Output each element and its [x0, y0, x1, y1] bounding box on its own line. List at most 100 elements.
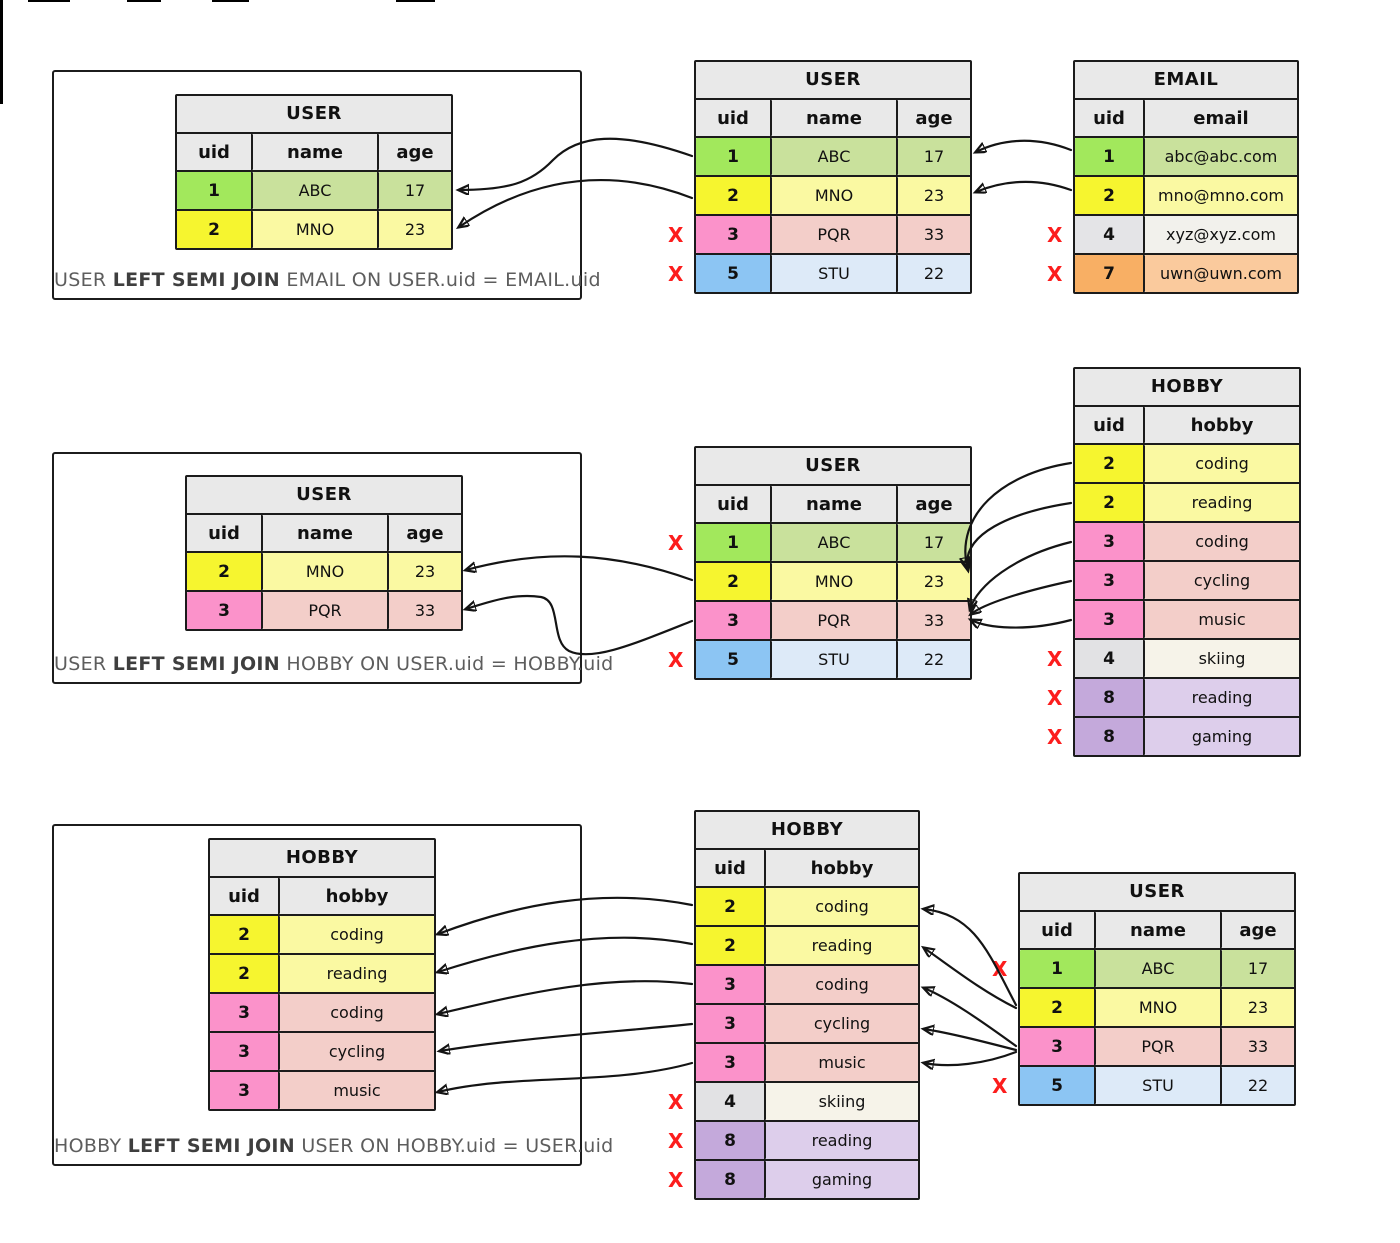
caption-post: EMAIL ON USER.uid = EMAIL.uid — [280, 269, 601, 291]
table-title: USER — [177, 96, 451, 134]
table-cell: 8 — [1075, 718, 1145, 755]
join-caption: HOBBY LEFT SEMI JOIN USER ON HOBBY.uid =… — [54, 1135, 613, 1157]
arrow-hobby3a-user3 — [970, 540, 1073, 609]
excluded-x-mark: X — [1047, 646, 1063, 671]
column-header: name — [253, 134, 379, 170]
arrow-email1-user1 — [976, 139, 1073, 152]
table-cell: coding — [1145, 445, 1299, 482]
excluded-x-mark: X — [1047, 685, 1063, 710]
table-cell: 17 — [1222, 950, 1294, 987]
table-cell: 5 — [696, 641, 772, 678]
table-title: USER — [696, 448, 970, 486]
column-header: uid — [696, 850, 766, 886]
table-cell: 23 — [1222, 989, 1294, 1026]
table-cell: 2 — [210, 955, 280, 992]
column-header: email — [1145, 100, 1297, 136]
table-cell: 17 — [898, 138, 970, 175]
table-title: USER — [696, 62, 970, 100]
caption-pre: HOBBY — [54, 1135, 128, 1157]
table-cell: ABC — [772, 524, 898, 561]
table-cell: 3 — [696, 216, 772, 253]
table-cell: 5 — [696, 255, 772, 292]
table-cell: 3 — [1075, 523, 1145, 560]
crop-artifact-tick — [28, 0, 70, 2]
table-cell: coding — [766, 966, 918, 1003]
column-header: age — [379, 134, 451, 170]
table-cell: 3 — [210, 994, 280, 1031]
table-cell: ABC — [772, 138, 898, 175]
table-cell: reading — [280, 955, 434, 992]
table-cell: 17 — [898, 524, 970, 561]
arrow-user3-hobby3a — [924, 988, 1018, 1048]
table-cell: 33 — [898, 216, 970, 253]
table-cell: 2 — [696, 563, 772, 600]
table-cell: skiing — [766, 1083, 918, 1120]
table-cell: 8 — [696, 1122, 766, 1159]
excluded-x-mark: X — [668, 1128, 684, 1153]
table-cell: reading — [766, 927, 918, 964]
column-header: name — [1096, 912, 1222, 948]
table-cell: coding — [766, 888, 918, 925]
table-cell: mno@mno.com — [1145, 177, 1297, 214]
table-cell: 4 — [696, 1083, 766, 1120]
table-cell: coding — [280, 994, 434, 1031]
table-cell: 2 — [1075, 484, 1145, 521]
caption-bold: LEFT SEMI JOIN — [127, 1135, 296, 1157]
table-title: USER — [1020, 874, 1294, 912]
table-cell: PQR — [772, 602, 898, 639]
excluded-x-mark: X — [668, 647, 684, 672]
table-cell: reading — [1145, 484, 1299, 521]
table-cell: 3 — [696, 1044, 766, 1081]
table-cell: 2 — [1075, 445, 1145, 482]
column-header: age — [898, 100, 970, 136]
table-cell: PQR — [1096, 1028, 1222, 1065]
column-header: uid — [696, 486, 772, 522]
column-header: age — [389, 515, 461, 551]
table-title: USER — [187, 477, 461, 515]
table-cell: MNO — [253, 211, 379, 248]
column-header: hobby — [766, 850, 918, 886]
column-header: uid — [177, 134, 253, 170]
column-header: uid — [1075, 100, 1145, 136]
table-cell: uwn@uwn.com — [1145, 255, 1297, 292]
arrow-email2-user2 — [976, 180, 1073, 192]
table-title: HOBBY — [210, 840, 434, 878]
caption-post: USER ON HOBBY.uid = USER.uid — [295, 1135, 614, 1157]
crop-artifact-tick — [396, 0, 435, 2]
column-header: uid — [696, 100, 772, 136]
table-cell: PQR — [772, 216, 898, 253]
table-cell: cycling — [280, 1033, 434, 1070]
caption-pre: USER — [54, 269, 113, 291]
table-cell: 3 — [696, 966, 766, 1003]
table-cell: 2 — [210, 916, 280, 953]
